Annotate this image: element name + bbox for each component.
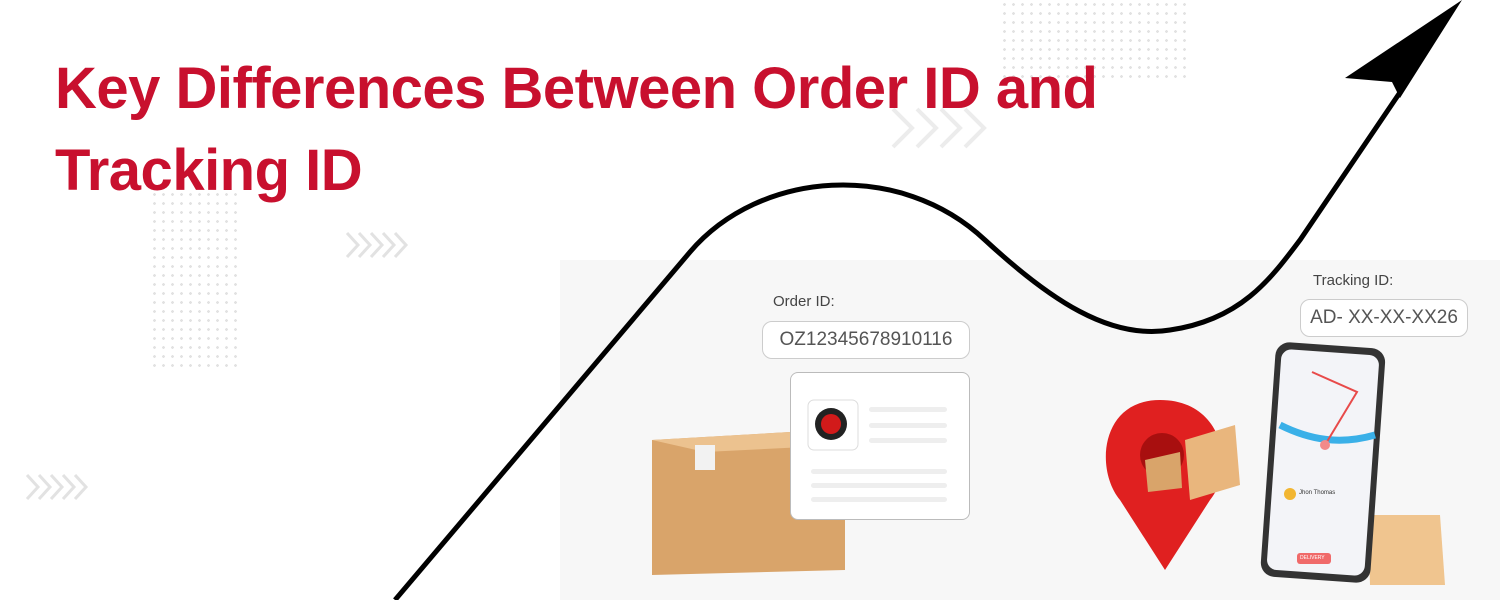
phone-illustration	[1260, 342, 1386, 583]
page-title: Key Differences Between Order ID and Tra…	[55, 56, 1098, 203]
order-card	[790, 372, 970, 520]
dot-pattern	[1000, 0, 1190, 80]
tracking-id-label: Tracking ID:	[1313, 272, 1394, 289]
chevrons-decoration	[891, 107, 987, 149]
chevrons-decoration	[345, 231, 409, 259]
order-id-value: OZ12345678910116	[762, 321, 970, 359]
tracking-id-value: AD- XX-XX-XX26	[1300, 299, 1468, 337]
arrow-head-icon	[1345, 0, 1462, 98]
chevrons-decoration	[25, 473, 89, 501]
watch-thumbnail	[807, 399, 859, 451]
dot-pattern	[150, 190, 240, 370]
delivery-button[interactable]: DELIVERY	[1300, 555, 1325, 561]
order-id-label: Order ID:	[773, 293, 835, 310]
small-box	[1145, 425, 1445, 585]
driver-name: Jhon Thomas	[1299, 490, 1336, 496]
growth-curve	[393, 83, 1408, 600]
